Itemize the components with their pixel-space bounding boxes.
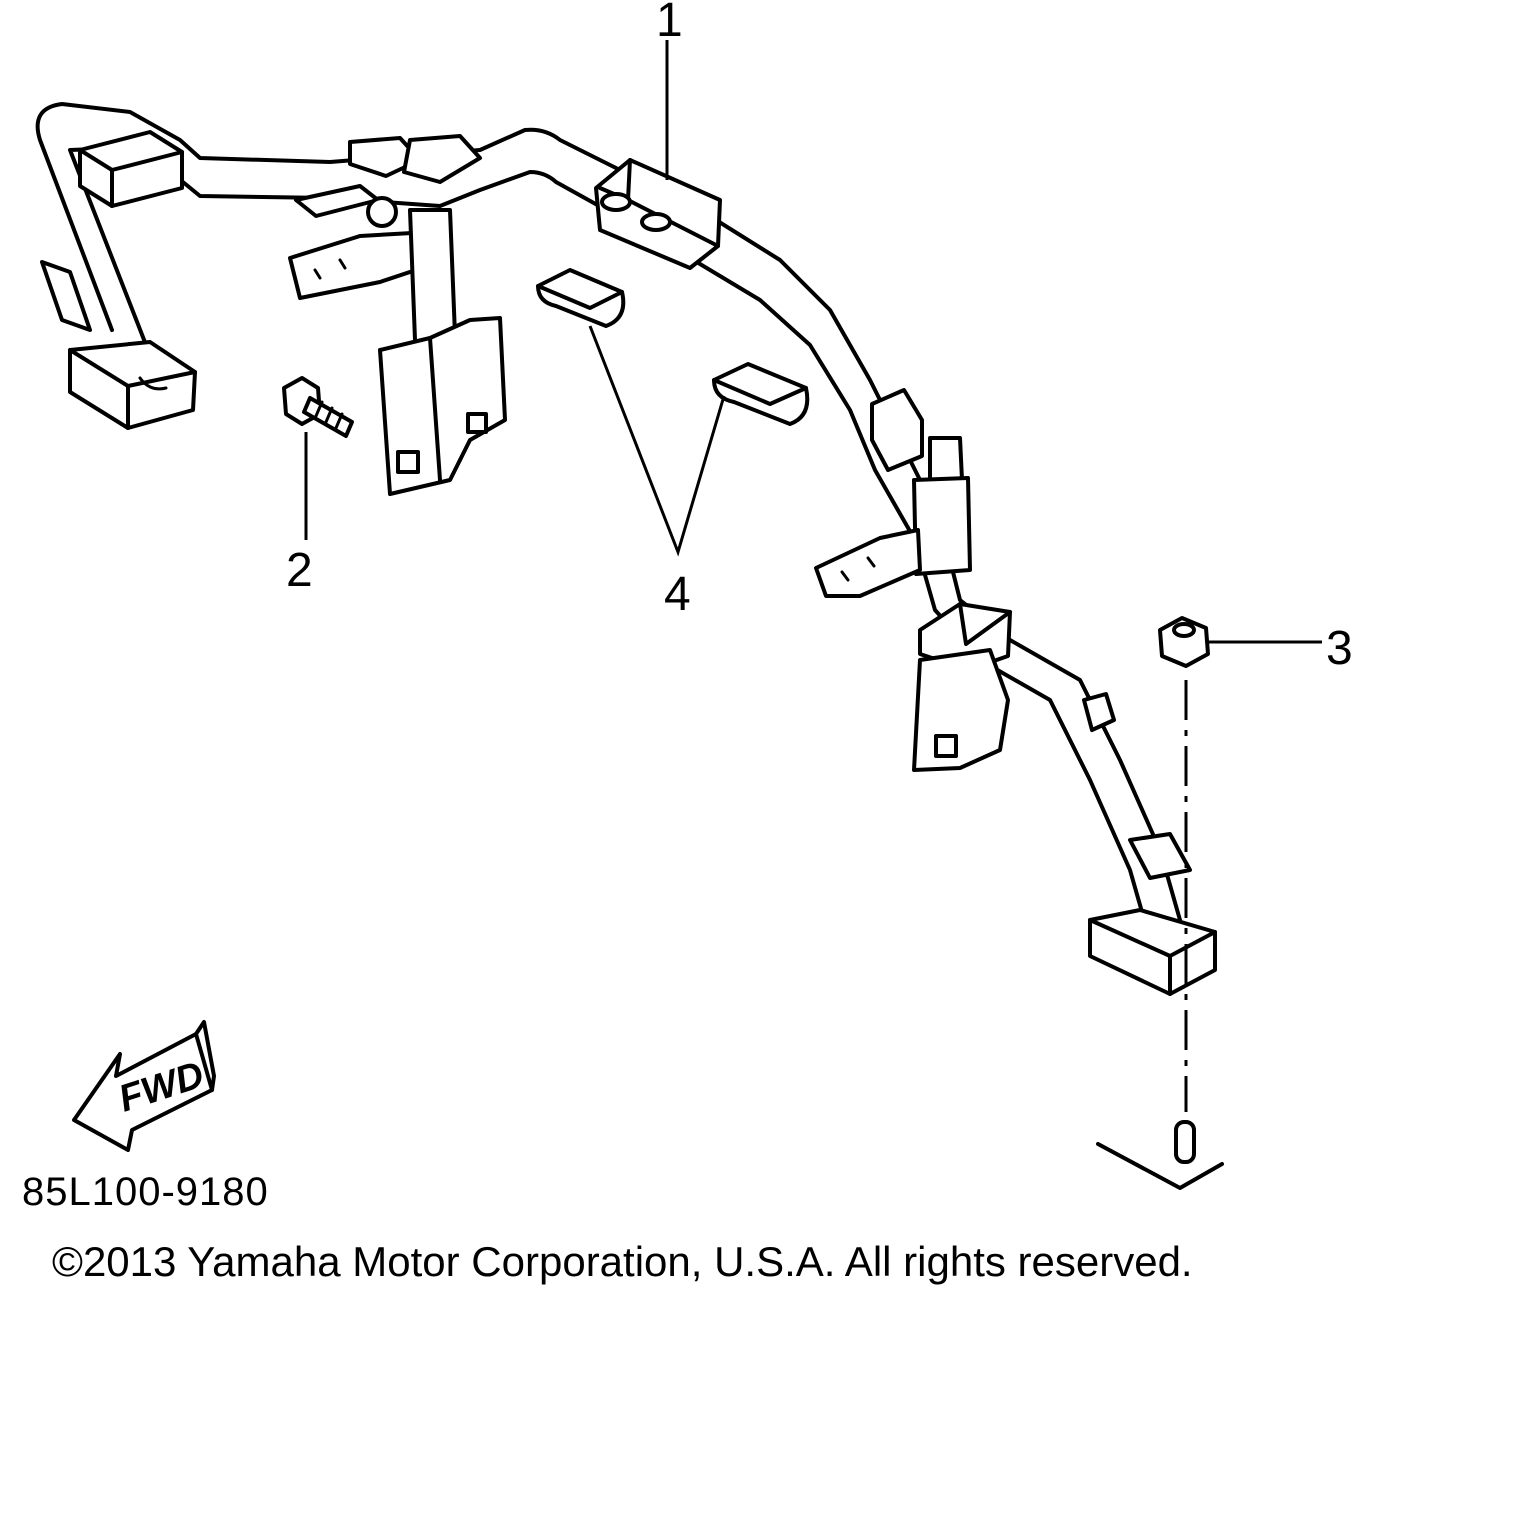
upper-right-clamp [594, 158, 722, 270]
callout-4: 4 [664, 568, 691, 621]
cushion-pads [536, 268, 810, 426]
callout-1: 1 [656, 0, 683, 47]
right-joint [814, 388, 972, 598]
nut-part [1158, 616, 1210, 668]
callout-3: 3 [1326, 622, 1353, 675]
right-mount-foot [1088, 832, 1217, 996]
callout-2: 2 [286, 544, 313, 597]
center-support [378, 208, 507, 496]
bolt-part [282, 376, 354, 438]
leader-lines [304, 40, 1322, 644]
stud-pin [1096, 1120, 1224, 1190]
right-lower-clamp [912, 602, 1116, 772]
upper-left-clamp [78, 130, 184, 208]
copyright-notice: ©2013 Yamaha Motor Corporation, U.S.A. A… [52, 1238, 1193, 1285]
diagram-part-code: 85L100-9180 [22, 1170, 269, 1214]
fwd-arrow-icon: FWD [72, 1020, 216, 1152]
left-mount-foot [40, 260, 197, 430]
